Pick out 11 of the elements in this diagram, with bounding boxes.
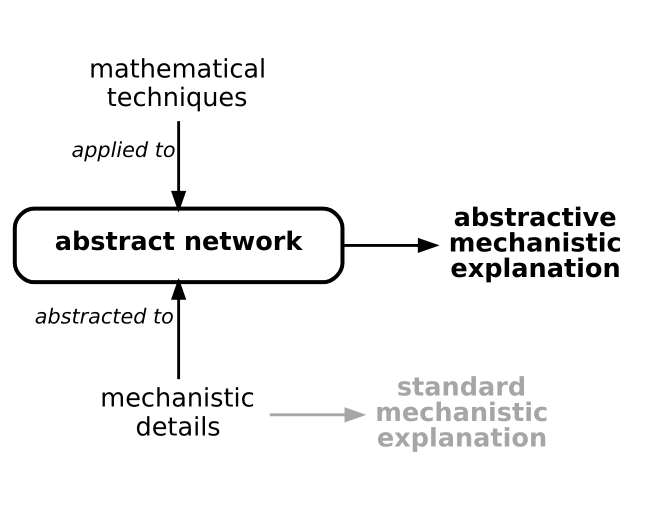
node-box: abstract network <box>12 206 344 284</box>
edge-label: abstracted to <box>34 304 174 329</box>
node-text: standard mechanistic explanation <box>375 372 548 454</box>
node-text: mathematical techniques <box>89 54 266 114</box>
arrow <box>342 238 440 254</box>
edge-label: applied to <box>72 138 176 162</box>
arrow <box>270 407 366 422</box>
node-text: abstractive mechanistic explanation <box>448 202 622 284</box>
node-text: mechanistic details <box>100 384 255 442</box>
arrow <box>171 278 186 380</box>
arrow <box>171 121 186 213</box>
